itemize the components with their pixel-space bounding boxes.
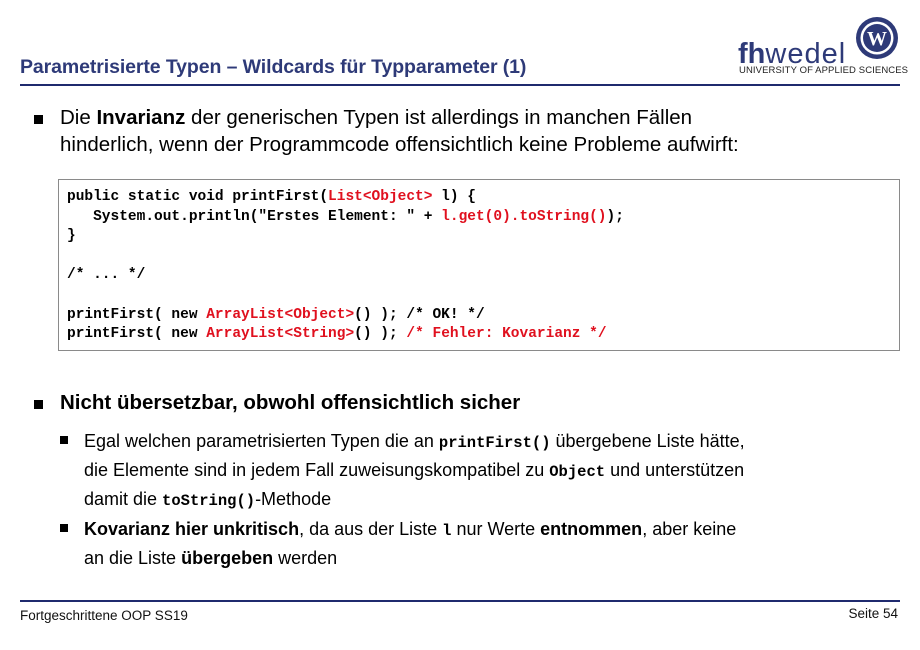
slide-title: Parametrisierte Typen – Wildcards für Ty… bbox=[20, 56, 527, 78]
footer-divider bbox=[20, 600, 900, 602]
bullet-marker bbox=[34, 112, 46, 124]
footer-page-number: Seite 54 bbox=[848, 606, 898, 621]
bullet-invarianz: Die Invarianz der generischen Typen ist … bbox=[60, 106, 739, 156]
sub-bullet-egal: Egal welchen parametrisierten Typen die … bbox=[84, 431, 745, 510]
fh-wedel-logo: fhwedel UNIVERSITY OF APPLIED SCIENCES W bbox=[736, 14, 908, 80]
logo-wordmark: fhwedel bbox=[738, 38, 847, 70]
code-listing: public static void printFirst(List<Objec… bbox=[67, 189, 624, 343]
sub-bullet-marker bbox=[60, 433, 72, 445]
bullet-nicht-uebersetzbar: Nicht übersetzbar, obwohl offensichtlich… bbox=[60, 391, 521, 414]
header-divider bbox=[20, 84, 900, 86]
sub-bullet-kovarianz: Kovarianz hier unkritisch, da aus der Li… bbox=[84, 519, 737, 568]
logo-emblem-icon: W bbox=[856, 17, 898, 59]
svg-text:W: W bbox=[867, 28, 887, 50]
sub-bullet-marker bbox=[60, 521, 72, 533]
bullet-marker bbox=[34, 397, 46, 409]
logo-subtitle: UNIVERSITY OF APPLIED SCIENCES bbox=[739, 65, 909, 76]
footer-course: Fortgeschrittene OOP SS19 bbox=[20, 608, 188, 623]
code-block: public static void printFirst(List<Objec… bbox=[58, 179, 900, 351]
